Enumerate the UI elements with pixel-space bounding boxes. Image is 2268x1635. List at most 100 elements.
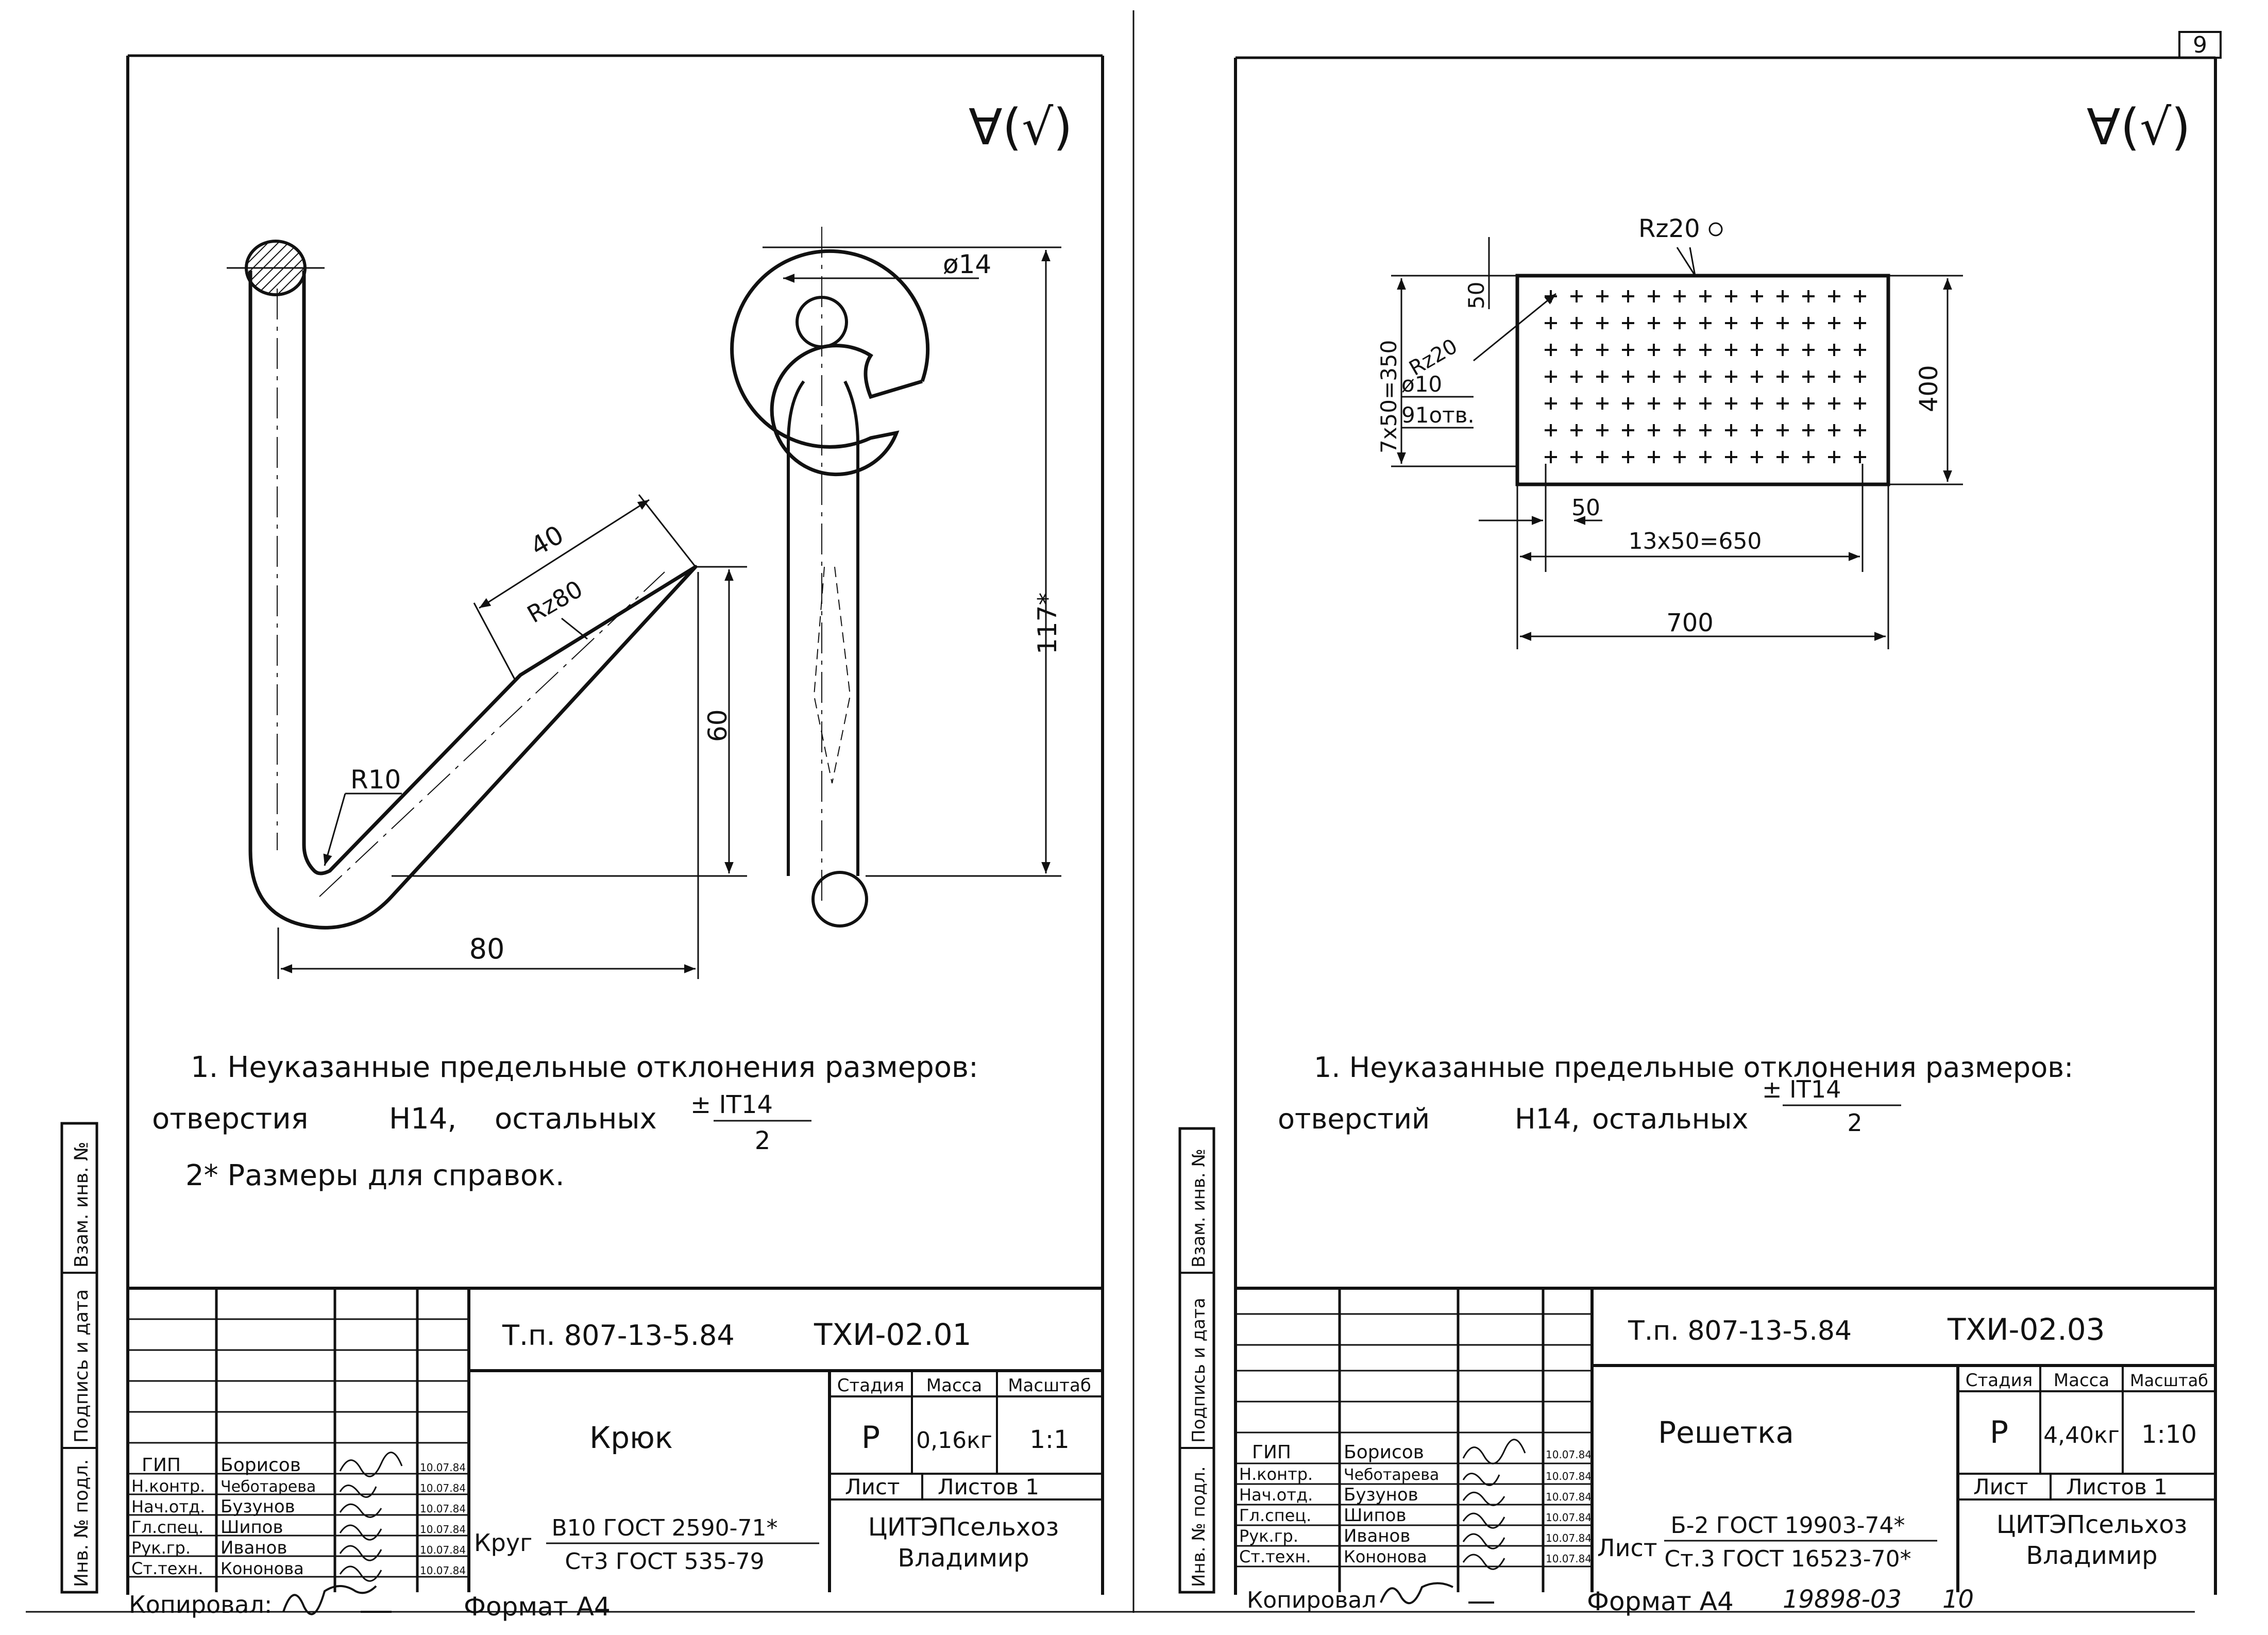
name-shipov: Шипов: [221, 1517, 283, 1538]
left-notes: 1. Неуказанные предельные отклонения раз…: [152, 1051, 978, 1192]
dim-rz80: Rz80: [522, 575, 587, 628]
hole-mark: [1751, 424, 1763, 436]
hole-mark: [1622, 290, 1634, 302]
hole-mark: [1776, 344, 1789, 356]
doc-number: Т.п. 807-13-5.84: [502, 1319, 735, 1352]
hole-mark: [1673, 397, 1686, 410]
name-chebotareva-r: Чеботарева: [1344, 1466, 1439, 1484]
date-0-r: 10.07.84: [1546, 1448, 1592, 1461]
dim-hole: ø10: [1401, 372, 1442, 397]
hole-mark: [1545, 451, 1557, 463]
role-rukgr: Рук.гр.: [131, 1538, 191, 1558]
part-name-r: Решетка: [1658, 1415, 1794, 1450]
hole-mark: [1622, 370, 1634, 383]
role-rukgr-r: Рук.гр.: [1239, 1526, 1298, 1546]
note-tol-num: ± IT14: [690, 1090, 773, 1119]
role-glspec-r: Гл.спец.: [1239, 1506, 1311, 1525]
hole-mark: [1545, 424, 1557, 436]
note-line2-b: H14,: [389, 1102, 456, 1136]
right-notes: 1. Неуказанные предельные отклонения раз…: [1278, 1051, 2073, 1137]
note-tol-den-r: 2: [1847, 1109, 1862, 1137]
note-line2-a: отверстия: [152, 1102, 308, 1136]
date-2: 10.07.84: [420, 1503, 466, 1515]
name-ivanov: Иванов: [221, 1538, 287, 1558]
hole-mark: [1776, 397, 1789, 410]
hole-mark: [1545, 344, 1557, 356]
hole-mark: [1673, 424, 1686, 436]
hole-mark: [1751, 344, 1763, 356]
scale-value: 1:1: [1029, 1425, 1069, 1454]
hole-mark: [1725, 344, 1737, 356]
hole-mark: [1776, 451, 1789, 463]
scale-value-r: 1:10: [2141, 1420, 2197, 1449]
role-glspec: Гл.спец.: [131, 1518, 204, 1537]
hole-mark: [1570, 451, 1583, 463]
note-line1-r: 1. Неуказанные предельные отклонения раз…: [1314, 1051, 2073, 1084]
hole-mark: [1751, 370, 1763, 383]
mass-value-r: 4,40кг: [2043, 1422, 2120, 1448]
name-chebotareva: Чеботарева: [221, 1478, 316, 1496]
dim-350: 7x50=350: [1376, 340, 1401, 453]
signatures: [339, 1452, 403, 1582]
name-borisov-r: Борисов: [1344, 1442, 1424, 1463]
hole-mark: [1596, 451, 1609, 463]
left-title-block: Т.п. 807-13-5.84 ТХИ-02.01 Крюк Стадия М…: [128, 1287, 1103, 1592]
hole-mark: [1596, 397, 1609, 410]
dim-rz20-top: Rz20: [1638, 214, 1700, 243]
note-line2-a-r: отверстий: [1278, 1103, 1430, 1135]
hole-mark: [1596, 424, 1609, 436]
hole-mark: [1648, 424, 1660, 436]
sheets-label: Листов 1: [938, 1474, 1039, 1499]
mass-header-r: Масса: [2054, 1370, 2109, 1391]
hole-mark: [1596, 344, 1609, 356]
hole-mark: [1699, 317, 1712, 329]
date-4: 10.07.84: [420, 1544, 466, 1556]
hole-mark: [1854, 424, 1866, 436]
hole-mark: [1751, 317, 1763, 329]
name-buzunov-r: Бузунов: [1344, 1485, 1418, 1505]
hook-front-view: [730, 227, 930, 928]
hole-mark: [1570, 397, 1583, 410]
role-nkontr: Н.контр.: [131, 1476, 205, 1496]
stamp-podpis-data-r: Подпись и дата: [1189, 1297, 1209, 1443]
hole-mark: [1828, 397, 1840, 410]
hole-mark: [1776, 424, 1789, 436]
material-bottom-r: Ст.3 ГОСТ 16523-70*: [1664, 1546, 1911, 1572]
date-3-r: 10.07.84: [1546, 1511, 1592, 1524]
stamp-podpis-data: Подпись и дата: [71, 1289, 92, 1443]
hole-mark: [1648, 317, 1660, 329]
scale-header-r: Масштаб: [2130, 1371, 2208, 1390]
date-1-r: 10.07.84: [1546, 1470, 1592, 1482]
hole-mark: [1699, 424, 1712, 436]
note-tol-den: 2: [755, 1126, 771, 1155]
hole-mark: [1725, 451, 1737, 463]
hole-mark: [1828, 344, 1840, 356]
date-3: 10.07.84: [420, 1523, 466, 1536]
date-4-r: 10.07.84: [1546, 1532, 1592, 1544]
right-sheet: Инв. № подл. Подпись и дата Взам. инв. №…: [1178, 56, 2217, 1616]
note-line1: 1. Неуказанные предельные отклонения раз…: [191, 1051, 978, 1084]
right-side-stamps: Инв. № подл. Подпись и дата Взам. инв. №: [1178, 1127, 1215, 1594]
hole-mark: [1776, 370, 1789, 383]
hole-mark: [1725, 290, 1737, 302]
role-nachotd-r: Нач.отд.: [1239, 1485, 1313, 1505]
date-2-r: 10.07.84: [1546, 1491, 1592, 1503]
hole-mark: [1596, 290, 1609, 302]
role-sttekhn-r: Ст.техн.: [1239, 1547, 1311, 1566]
role-nkontr-r: Н.контр.: [1239, 1464, 1313, 1484]
hole-mark: [1648, 344, 1660, 356]
hole-mark: [1622, 317, 1634, 329]
material-top: В10 ГОСТ 2590-71*: [551, 1515, 777, 1541]
material-top-r: Б-2 ГОСТ 19903-74*: [1671, 1512, 1905, 1539]
hole-mark: [1673, 290, 1686, 302]
hole-mark: [1725, 397, 1737, 410]
hole-mark: [1776, 290, 1789, 302]
hole-mark: [1673, 344, 1686, 356]
hole-mark: [1802, 370, 1815, 383]
hole-mark: [1854, 317, 1866, 329]
hole-mark: [1725, 424, 1737, 436]
hole-mark: [1545, 317, 1557, 329]
hole-mark: [1854, 370, 1866, 383]
copied-by-signature: [282, 1585, 392, 1615]
hole-mark: [1699, 397, 1712, 410]
